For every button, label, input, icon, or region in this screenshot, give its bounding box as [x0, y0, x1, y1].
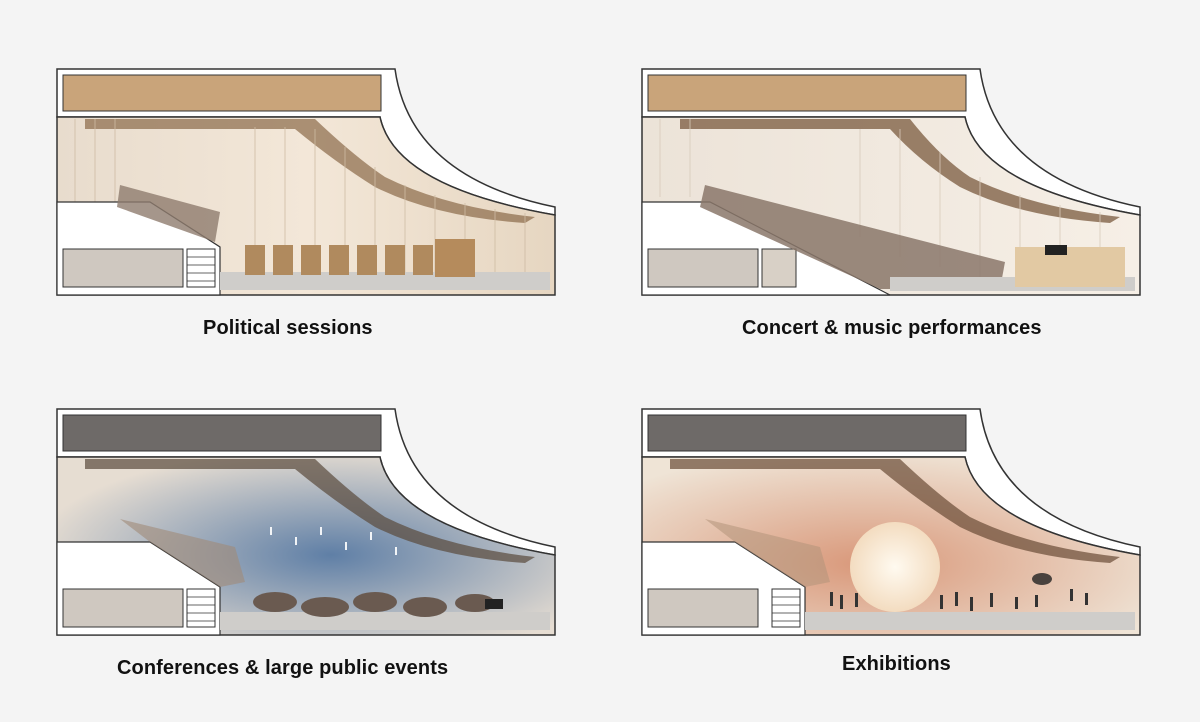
- panel-exhibitions: Exhibitions: [640, 407, 1160, 675]
- hall-section-concert: [641, 68, 1141, 296]
- panel-caption: Political sessions: [203, 317, 373, 339]
- acoustic-canopy: [680, 119, 1120, 223]
- acoustic-canopy: [670, 459, 1120, 563]
- visitors: [830, 589, 1088, 611]
- section-drawing: [55, 67, 565, 303]
- lower-room: [62, 248, 184, 288]
- attic-space: [647, 414, 967, 452]
- grand-piano: [485, 599, 503, 609]
- hall-section-conference: [56, 408, 556, 636]
- hanging-lights: [270, 527, 397, 555]
- speaker-podium: [435, 239, 475, 277]
- panel-caption: Concert & music performances: [742, 317, 1042, 339]
- dark-orb-installation: [1032, 573, 1052, 585]
- lower-room: [62, 588, 184, 628]
- panel-conferences-events: Conferences & large public events: [55, 407, 575, 679]
- stage: [1015, 247, 1125, 287]
- attic-space: [647, 74, 967, 112]
- floor: [220, 612, 550, 630]
- empty-tiers: [705, 519, 830, 587]
- glowing-sphere-installation: [850, 522, 940, 612]
- empty-tiers: [120, 519, 245, 587]
- event-guests: [253, 592, 495, 617]
- section-drawing: [55, 407, 565, 643]
- attic-space: [62, 74, 382, 112]
- section-drawing: [640, 67, 1150, 303]
- panel-caption: Conferences & large public events: [117, 657, 449, 679]
- hall-section-political: [56, 68, 556, 296]
- acoustic-canopy: [85, 459, 535, 563]
- grand-piano: [1045, 245, 1067, 255]
- panel-concert-performances: Concert & music performances: [640, 67, 1160, 339]
- hall-section-exhibition: [641, 408, 1141, 636]
- lower-room: [647, 248, 759, 288]
- panel-caption: Exhibitions: [842, 653, 951, 675]
- acoustic-canopy: [85, 119, 535, 223]
- floor: [805, 612, 1135, 630]
- balcony-audience: [117, 185, 220, 242]
- lower-room-small: [761, 248, 797, 288]
- section-drawing: [640, 407, 1150, 643]
- delegate-desks: [245, 245, 433, 275]
- lower-room: [647, 588, 759, 628]
- panel-political-sessions: Political sessions: [55, 67, 575, 339]
- attic-space: [62, 414, 382, 452]
- raked-audience: [700, 185, 1005, 289]
